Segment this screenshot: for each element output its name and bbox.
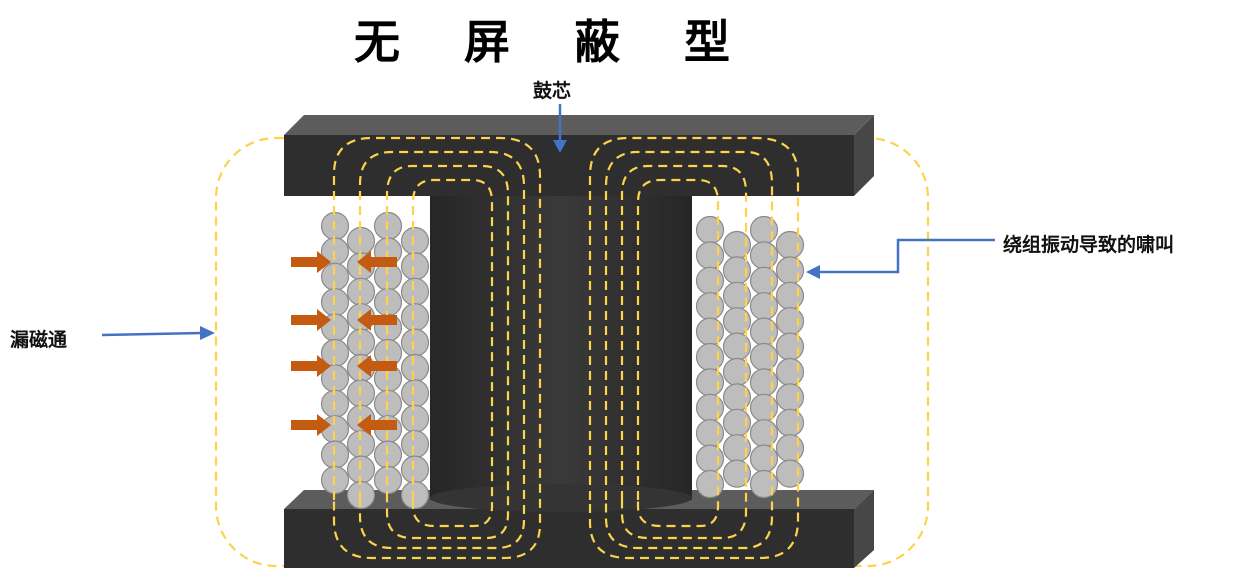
force-arrow-left <box>357 309 397 331</box>
drum-core-top-flange <box>284 115 874 196</box>
leakage-pointer-arrow <box>101 326 215 340</box>
inner-flux-loops <box>332 136 800 560</box>
winding-wire <box>695 241 725 270</box>
flux-loop-right-4 <box>636 178 720 528</box>
winding-wire <box>749 266 779 295</box>
winding-wire <box>695 215 725 245</box>
winding-wire <box>695 393 725 422</box>
winding-wire <box>695 292 725 321</box>
pillar-base-ellipse <box>430 484 692 512</box>
vibration-force-arrows <box>291 251 397 436</box>
leakage-flux-label: 漏磁通 <box>10 329 68 351</box>
winding-wire <box>695 444 725 473</box>
winding-wire <box>695 419 725 448</box>
top-flange-side-face <box>854 115 874 196</box>
winding-wire <box>775 332 805 361</box>
winding-wire <box>775 307 805 336</box>
force-arrow-right <box>291 309 331 331</box>
bottom-flange-front-face <box>284 509 854 568</box>
flux-loop-right-1 <box>588 136 800 560</box>
top-flange-top-face <box>284 115 874 135</box>
winding-wire <box>775 230 805 260</box>
top-flange-front-face <box>284 135 854 196</box>
winding-whine-label: 绕组振动导致的啸叫 <box>1003 234 1175 256</box>
force-arrow-left <box>357 251 397 273</box>
pointer-arrows <box>101 104 995 340</box>
flux-loop-left-3 <box>385 164 510 540</box>
flux-loop-right-3 <box>620 164 748 540</box>
winding-wire <box>749 292 779 321</box>
winding-wire <box>400 328 430 357</box>
winding-wire <box>400 252 430 281</box>
winding-wire <box>775 281 805 310</box>
drum-core-pillar <box>430 194 692 500</box>
winding-pointer-arrow <box>806 238 995 279</box>
winding-wire <box>722 459 752 488</box>
diagram-title: 无 屏 蔽 型 <box>353 15 755 69</box>
core-pointer-arrow <box>553 104 567 153</box>
winding-wire <box>749 393 779 422</box>
drum-core-bottom-flange <box>284 490 874 568</box>
flux-loop-left-2 <box>358 150 526 550</box>
winding-wire <box>749 215 779 245</box>
winding-wire <box>400 226 430 256</box>
force-arrow-right <box>291 355 331 377</box>
winding-wire <box>775 357 805 387</box>
flux-loop-left-1 <box>332 136 542 560</box>
winding-wire <box>749 469 779 499</box>
winding-wire <box>400 379 430 408</box>
force-arrow-right <box>291 251 331 273</box>
winding-wire <box>695 469 725 499</box>
winding-wire <box>775 256 805 285</box>
winding-wire <box>400 303 430 332</box>
winding-wire <box>749 342 779 372</box>
winding-wire <box>400 277 430 306</box>
winding-wire <box>775 408 805 437</box>
core-label: 鼓芯 <box>533 80 572 102</box>
winding-wire <box>749 317 779 346</box>
winding-wire <box>695 368 725 397</box>
winding-wire <box>775 434 805 463</box>
flux-loop-right-2 <box>604 150 774 550</box>
winding-wire <box>400 430 430 459</box>
winding-wire <box>749 241 779 270</box>
winding-wire <box>400 404 430 433</box>
winding-wire <box>695 266 725 295</box>
winding-wire <box>749 419 779 448</box>
force-arrow-right <box>291 414 331 436</box>
winding-wire <box>400 353 430 383</box>
force-arrow-left <box>357 355 397 377</box>
winding-wire <box>749 368 779 397</box>
force-arrow-left <box>357 414 397 436</box>
winding-wire <box>695 342 725 372</box>
winding-wire <box>400 455 430 484</box>
winding-coils <box>320 211 805 510</box>
winding-wire <box>749 444 779 473</box>
winding-wire <box>400 480 430 510</box>
winding-wire <box>775 383 805 412</box>
flux-loop-left-4 <box>411 178 494 528</box>
winding-wire <box>695 317 725 346</box>
winding-wire <box>775 459 805 488</box>
bottom-flange-side-face <box>854 490 874 568</box>
